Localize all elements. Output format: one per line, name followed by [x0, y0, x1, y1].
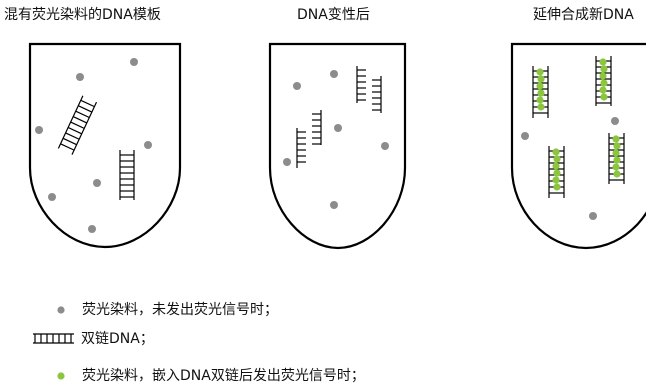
dye-unbound: [330, 70, 338, 78]
dye-unbound: [93, 179, 101, 187]
dye-bound: [553, 155, 561, 163]
legend-label: 荧光染料，嵌入DNA双链后发出荧光信号时；: [82, 368, 365, 384]
dye-unbound: [144, 141, 152, 149]
tube-denatured-contents: [296, 66, 382, 168]
dye-bound: [536, 96, 544, 104]
green-dot-icon: [57, 372, 65, 380]
dye-bound: [599, 72, 607, 80]
legend-row-double-strand: 双链DNA；: [0, 329, 646, 351]
double-strand-dna: [57, 95, 98, 155]
dye-unbound-group: [283, 70, 389, 209]
single-strand-dna: [312, 110, 322, 145]
dye-unbound: [76, 73, 84, 81]
dye-bound: [552, 148, 560, 156]
dye-bound: [600, 93, 608, 101]
single-strand-dna: [296, 128, 306, 168]
dye-bound: [552, 162, 560, 170]
tube-extension: [510, 42, 646, 250]
legend-row-unbound-dye: 荧光染料，未发出荧光信号时；: [0, 300, 646, 322]
dye-unbound: [330, 201, 338, 209]
dye-bound: [600, 65, 608, 73]
double-strand-dna-with-dye: [608, 133, 625, 184]
dye-bound: [553, 183, 561, 191]
dye-unbound: [334, 124, 342, 132]
dye-bound: [553, 169, 561, 177]
double-strand-dna-with-dye: [595, 56, 612, 106]
dye-bound: [612, 135, 620, 143]
panel-title-denatured: DNA变性后: [297, 7, 370, 23]
gray-dot-icon: [57, 306, 65, 314]
dye-unbound: [611, 117, 619, 125]
tube-extension-contents: [532, 56, 625, 198]
legend-row-bound-dye: 荧光染料，嵌入DNA双链后发出荧光信号时；: [0, 366, 646, 388]
dye-bound: [600, 79, 608, 87]
dye-bound: [613, 156, 621, 164]
dye-unbound: [293, 82, 301, 90]
panel-title-template: 混有荧光染料的DNA模板: [4, 7, 161, 23]
dye-unbound-group: [521, 117, 619, 220]
dye-bound: [599, 58, 607, 66]
tube-template-contents: [57, 95, 135, 200]
dye-unbound: [88, 225, 96, 233]
dye-unbound: [381, 142, 389, 150]
dye-unbound: [35, 126, 43, 134]
double-strand-dna-icon: [33, 333, 74, 344]
dye-unbound-group: [35, 58, 152, 233]
tube-denatured: [268, 42, 407, 250]
panel-title-extension: 延伸合成新DNA: [533, 7, 634, 23]
legend-label: 荧光染料，未发出荧光信号时；: [82, 302, 278, 318]
single-strand-dna: [372, 76, 382, 113]
dye-unbound: [521, 132, 529, 140]
dye-unbound: [130, 58, 138, 66]
double-strand-dna-with-dye: [548, 146, 565, 198]
single-strand-dna: [356, 66, 366, 103]
dye-unbound: [589, 212, 597, 220]
dye-bound: [537, 103, 545, 111]
dye-bound: [537, 89, 545, 97]
double-strand-dna: [119, 150, 135, 200]
double-strand-dna-with-dye: [532, 66, 549, 118]
dye-bound: [612, 149, 620, 157]
legend-label: 双链DNA；: [81, 331, 154, 347]
dye-bound: [552, 176, 560, 184]
dye-bound: [536, 82, 544, 90]
dye-bound: [599, 86, 607, 94]
dye-bound: [612, 163, 620, 171]
dye-bound: [613, 170, 621, 178]
dye-bound: [613, 142, 621, 150]
tube-template: [28, 42, 182, 249]
dye-bound: [537, 75, 545, 83]
dye-bound: [536, 68, 544, 76]
dye-unbound: [283, 158, 291, 166]
dye-unbound: [48, 193, 56, 201]
